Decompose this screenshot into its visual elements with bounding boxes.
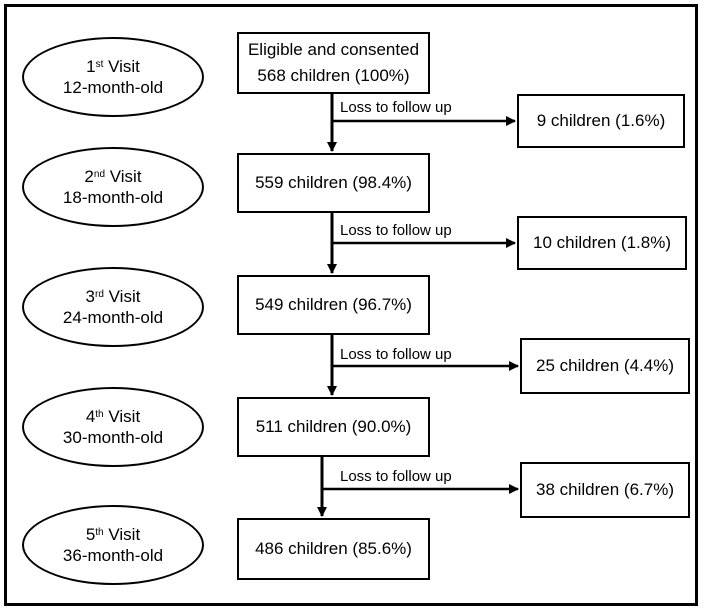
cohort-box-3-line1: 549 children (96.7%)	[255, 295, 412, 314]
visit-4-age: 30-month-old	[62, 428, 164, 447]
loss-box-2-text: 10 children (1.8%)	[533, 233, 671, 252]
visit-1-age: 12-month-old	[62, 78, 164, 97]
cohort-box-1: Eligible and consented 568 children (100…	[237, 32, 430, 94]
loss-label-2: Loss to follow up	[340, 222, 452, 239]
visit-1-title: 1st Visit	[86, 57, 140, 76]
cohort-box-5: 486 children (85.6%)	[237, 518, 430, 580]
cohort-box-3: 549 children (96.7%)	[237, 275, 430, 335]
visit-5-ellipse: 5th Visit 36-month-old	[22, 505, 204, 585]
visit-3-ellipse: 3rd Visit 24-month-old	[22, 267, 204, 347]
visit-4-ellipse: 4th Visit 30-month-old	[22, 387, 204, 467]
loss-box-2: 10 children (1.8%)	[517, 216, 687, 270]
loss-box-4: 38 children (6.7%)	[520, 462, 690, 518]
loss-label-4: Loss to follow up	[340, 468, 452, 485]
visit-4-title: 4th Visit	[85, 407, 141, 426]
loss-box-3-text: 25 children (4.4%)	[536, 356, 674, 375]
cohort-box-4-line1: 511 children (90.0%)	[255, 417, 412, 436]
cohort-box-4: 511 children (90.0%)	[237, 397, 430, 457]
visit-5-title: 5th Visit	[85, 525, 141, 544]
visit-3-age: 24-month-old	[62, 308, 164, 327]
cohort-box-1-line1: Eligible and consented	[247, 40, 420, 59]
loss-box-1-text: 9 children (1.6%)	[536, 111, 666, 130]
loss-label-1: Loss to follow up	[340, 99, 452, 116]
visit-2-title: 2nd Visit	[84, 167, 142, 186]
cohort-box-2: 559 children (98.4%)	[237, 153, 430, 213]
visit-5-age: 36-month-old	[62, 546, 164, 565]
loss-box-4-text: 38 children (6.7%)	[536, 480, 674, 499]
visit-3-title: 3rd Visit	[85, 287, 141, 306]
visit-2-ellipse: 2nd Visit 18-month-old	[22, 147, 204, 227]
visit-1-ellipse: 1st Visit 12-month-old	[22, 37, 204, 117]
loss-label-3: Loss to follow up	[340, 346, 452, 363]
loss-box-3: 25 children (4.4%)	[520, 338, 690, 394]
loss-box-1: 9 children (1.6%)	[517, 94, 685, 148]
visit-2-age: 18-month-old	[62, 188, 164, 207]
cohort-box-1-line2: 568 children (100%)	[257, 66, 410, 85]
cohort-box-5-line1: 486 children (85.6%)	[255, 539, 412, 558]
cohort-box-2-line1: 559 children (98.4%)	[255, 173, 412, 192]
